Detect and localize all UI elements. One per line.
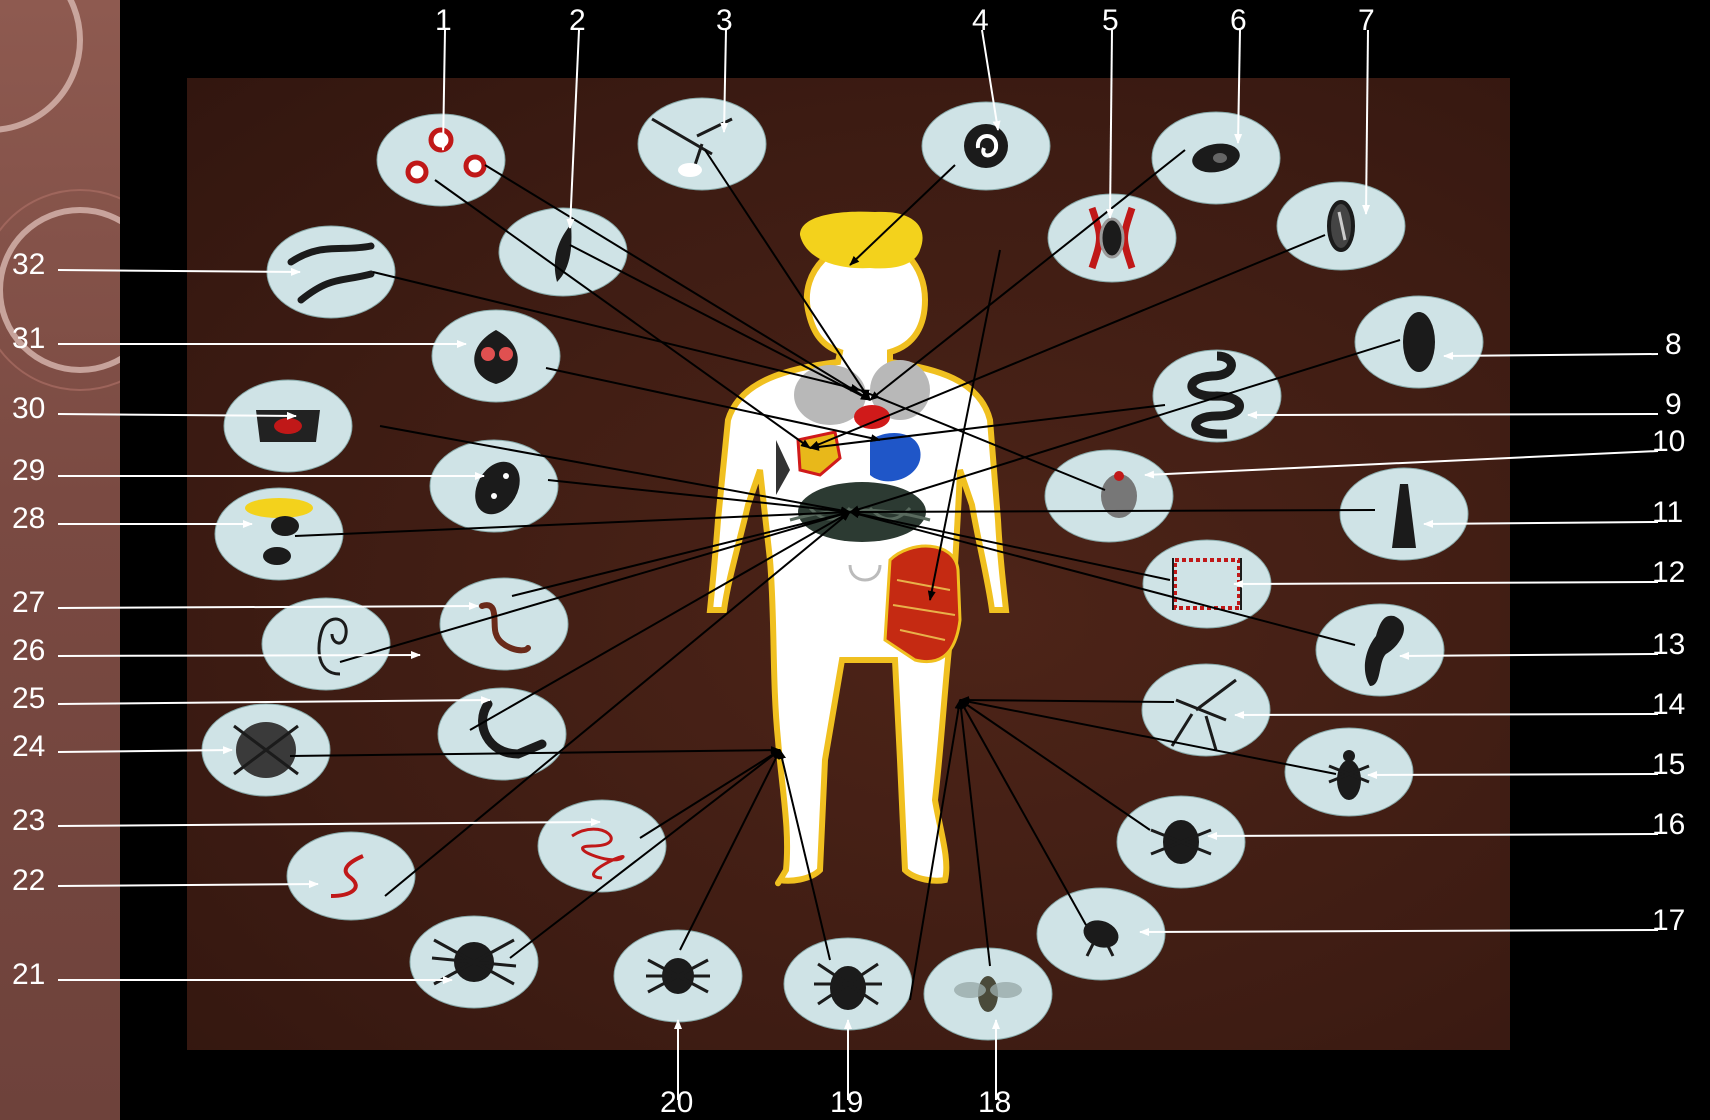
label-9: 30 — [12, 394, 45, 424]
label-5: 6 — [1230, 6, 1247, 36]
connector-arrow — [960, 700, 1086, 925]
disc-19-beetle — [784, 938, 912, 1030]
disc-8-fluke — [1355, 296, 1483, 388]
thigh-muscle — [885, 546, 960, 662]
disc-20-tick — [614, 930, 742, 1022]
label-6: 27 — [12, 588, 45, 618]
disc-10-flea-larva — [1045, 450, 1173, 542]
disc-29-cryptosporidium — [430, 440, 558, 532]
label-3: 4 — [972, 6, 989, 36]
label-5: 26 — [12, 636, 45, 666]
leader-line — [570, 30, 579, 228]
label-9: 17 — [1652, 906, 1685, 936]
label-10: 31 — [12, 324, 45, 354]
connector-arrow — [960, 700, 990, 966]
disc-23-red-filaria — [538, 800, 666, 892]
label-11: 32 — [12, 250, 45, 280]
leader-line — [1368, 774, 1658, 775]
disc-22-red-worm — [287, 832, 415, 920]
disc-11-tapeworm-head — [1340, 468, 1468, 560]
label-5: 13 — [1652, 630, 1685, 660]
leader-line — [58, 822, 600, 826]
human-body-figure — [710, 212, 1006, 884]
label-0: 18 — [978, 1088, 1011, 1118]
label-3: 11 — [1652, 498, 1683, 528]
label-1: 9 — [1665, 390, 1682, 420]
label-2: 10 — [1652, 427, 1685, 457]
disc-27-whipworm — [440, 578, 568, 670]
leader-line — [58, 884, 318, 886]
label-8: 29 — [12, 456, 45, 486]
disc-6-leishmania — [1152, 112, 1280, 204]
disc-16-bedbug — [1117, 796, 1245, 888]
connector-arrow — [960, 700, 1174, 702]
label-8: 16 — [1652, 810, 1685, 840]
leader-line — [1110, 30, 1112, 218]
leader-line — [58, 270, 300, 272]
leader-line — [1235, 714, 1658, 715]
label-0: 1 — [435, 6, 452, 36]
disc-31-giardia — [432, 310, 560, 402]
label-0: 8 — [1665, 330, 1682, 360]
label-2: 20 — [660, 1088, 693, 1118]
leader-line — [58, 700, 490, 704]
label-7: 28 — [12, 504, 45, 534]
disc-25-hookworm — [438, 688, 566, 780]
label-4: 25 — [12, 684, 45, 714]
label-4: 12 — [1652, 558, 1685, 588]
disc-30-tissue-block — [224, 380, 352, 472]
body-silhouette — [710, 240, 1006, 883]
disc-9-ascaris — [1153, 350, 1281, 442]
label-1: 19 — [830, 1088, 863, 1118]
label-4: 5 — [1102, 6, 1119, 36]
label-3: 24 — [12, 732, 45, 762]
leader-line — [1248, 414, 1658, 415]
disc-2-trypanosome — [499, 208, 627, 296]
disc-26-pinworm — [262, 598, 390, 690]
label-2: 23 — [12, 806, 45, 836]
label-1: 22 — [12, 866, 45, 896]
disc-1-amoeba-cysts — [377, 114, 505, 206]
label-2: 3 — [716, 6, 733, 36]
leader-line — [1234, 582, 1658, 584]
label-1: 2 — [569, 6, 586, 36]
connector-arrow — [680, 750, 780, 950]
disc-21-ixodid-tick — [410, 916, 538, 1008]
disc-18-fly — [924, 948, 1052, 1040]
label-6: 7 — [1358, 6, 1375, 36]
disc-17-flea — [1037, 888, 1165, 980]
label-7: 15 — [1652, 750, 1685, 780]
leader-line — [58, 606, 478, 608]
disc-3-mosquito — [638, 98, 766, 190]
disc-13-liver-fluke — [1316, 604, 1444, 696]
disc-7-balantidium — [1277, 182, 1405, 270]
leader-line — [1140, 930, 1658, 932]
disc-14-sandfly — [1142, 664, 1270, 756]
label-6: 14 — [1652, 690, 1685, 720]
leader-line — [58, 655, 420, 656]
leader-line — [1208, 834, 1658, 836]
brain — [800, 212, 923, 269]
label-0: 21 — [12, 960, 45, 990]
disc-15-louse — [1285, 728, 1413, 816]
